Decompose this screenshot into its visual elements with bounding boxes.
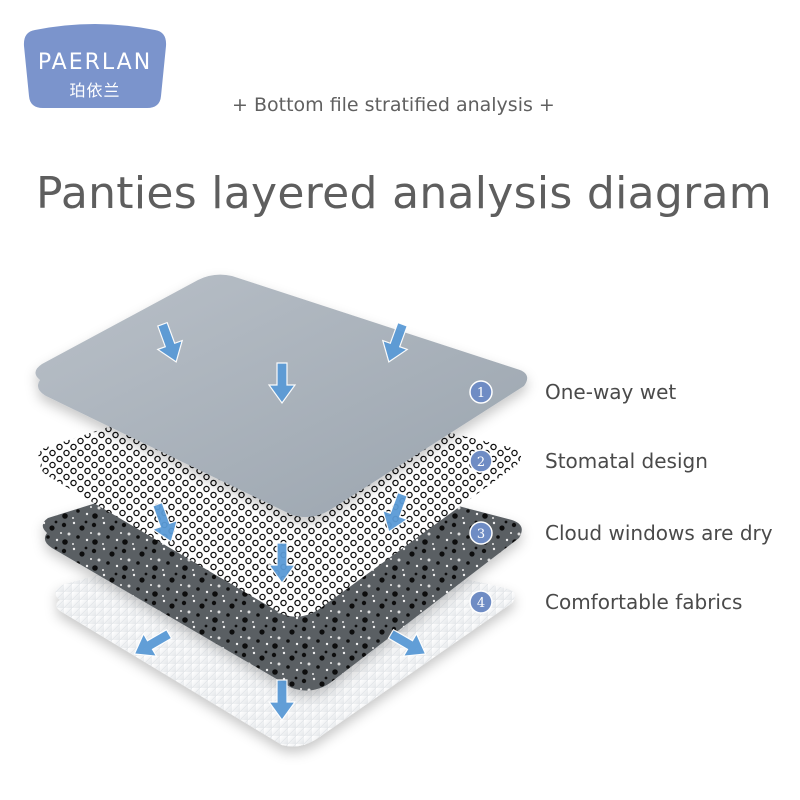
layer-label-3: Cloud windows are dry <box>545 521 773 545</box>
layer-diagram: 1 2 3 4 <box>35 274 528 747</box>
layer-number-text: 1 <box>477 386 485 401</box>
down-arrow-icon <box>267 679 297 722</box>
layer-number-badge <box>469 521 493 545</box>
layer-label-1: One-way wet <box>545 380 677 404</box>
logo-wordmark: PAERLAN <box>37 50 153 75</box>
layer-number-text: 4 <box>477 596 485 611</box>
logo-badge-shape <box>23 24 167 108</box>
down-arrow-icon <box>381 321 409 363</box>
page-title: Panties layered analysis diagram <box>36 168 772 219</box>
layer-number-badge <box>469 590 493 614</box>
subtitle: + Bottom file stratified analysis + <box>232 94 555 116</box>
brand-logo: PAERLAN 珀依兰 <box>21 22 169 110</box>
down-arrow-icon <box>381 491 409 533</box>
layer-label-2: Stomatal design <box>545 449 708 473</box>
layer-number-badge <box>469 449 493 473</box>
layer-number-text: 3 <box>477 527 485 542</box>
logo-wordmark-cn: 珀依兰 <box>69 81 121 100</box>
down-arrow-icon <box>267 362 297 405</box>
down-arrow-icon <box>151 501 179 543</box>
down-arrow-icon <box>133 628 173 657</box>
down-arrow-icon <box>267 542 297 585</box>
layer-label-4: Comfortable fabrics <box>545 590 743 614</box>
layer-badges: 1 2 3 4 <box>469 380 493 614</box>
layer-number-badge <box>469 380 493 404</box>
flow-arrows <box>133 321 427 722</box>
down-arrow-icon <box>156 321 184 363</box>
layer-number-text: 2 <box>477 455 485 470</box>
down-arrow-icon <box>387 628 427 657</box>
